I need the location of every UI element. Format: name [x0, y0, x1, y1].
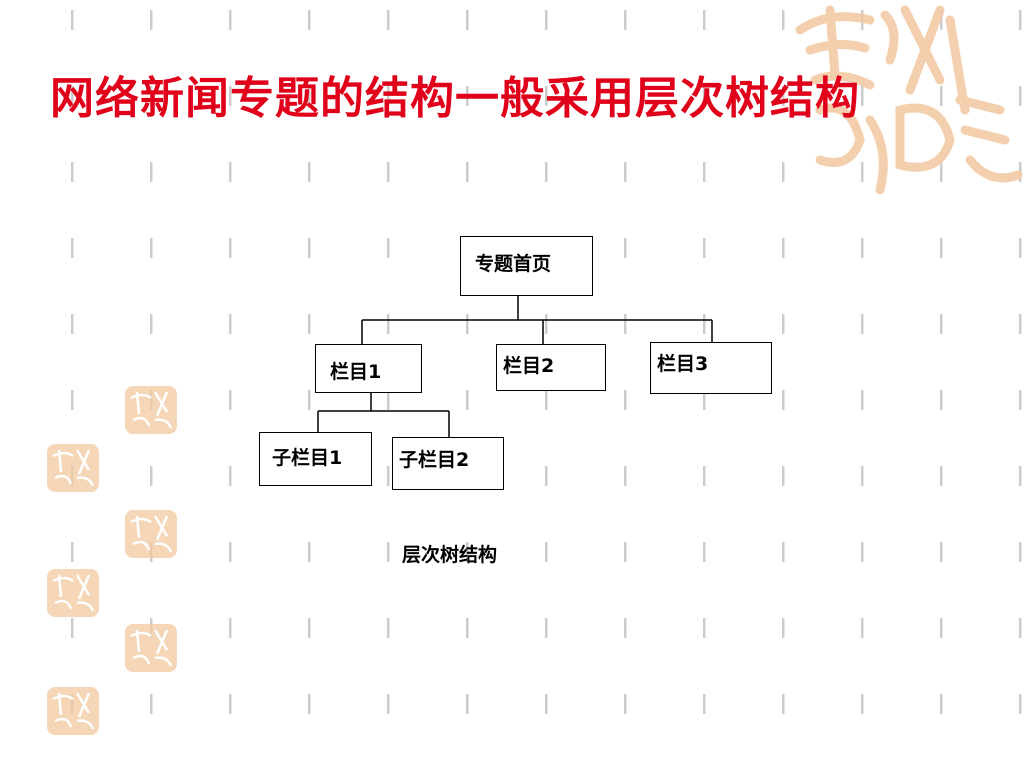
node-column-2: 栏目2	[496, 344, 606, 391]
node-label: 栏目2	[503, 355, 555, 377]
seal-small-icon	[47, 444, 99, 492]
node-root: 专题首页	[460, 236, 593, 296]
node-label: 子栏目2	[399, 449, 470, 471]
node-label: 栏目1	[330, 361, 382, 383]
node-label: 子栏目1	[272, 447, 343, 469]
seal-small-icon	[47, 569, 99, 617]
seal-small-icon	[125, 510, 177, 558]
diagram-caption: 层次树结构	[402, 544, 498, 566]
node-column-1: 栏目1	[315, 344, 422, 393]
seal-small-icon	[47, 687, 99, 735]
node-subcolumn-2: 子栏目2	[392, 437, 504, 490]
node-subcolumn-1: 子栏目1	[259, 432, 372, 486]
seal-small-icon	[125, 386, 177, 434]
node-label: 专题首页	[475, 253, 552, 275]
seal-small-icon	[125, 624, 177, 672]
node-column-3: 栏目3	[650, 342, 772, 394]
auspicious-seal-icon	[795, 5, 1023, 195]
node-label: 栏目3	[657, 353, 709, 375]
slide-title: 网络新闻专题的结构一般采用层次树结构	[50, 73, 860, 124]
